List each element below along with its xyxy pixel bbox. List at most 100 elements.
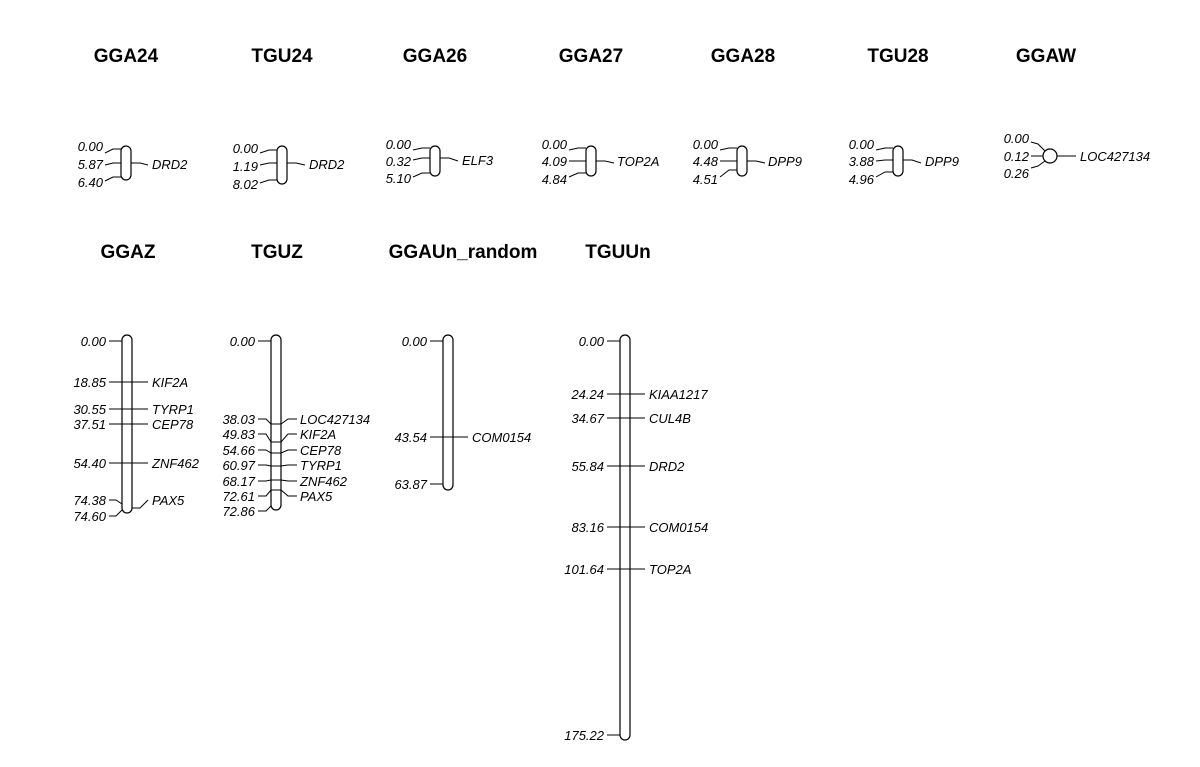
position-label: 60.97: [222, 458, 255, 473]
chromosome-bar: [585, 145, 597, 177]
chromosome-title: GGAUn_random: [389, 242, 538, 263]
gene-label: ELF3: [462, 153, 494, 168]
position-label: 0.12: [1004, 149, 1030, 164]
gene-label: DRD2: [152, 157, 188, 172]
position-label: 4.84: [542, 172, 567, 187]
chromosome-title: GGA28: [711, 46, 775, 67]
gene-label: TYRP1: [300, 458, 342, 473]
chromosome-ggaw: 0.00 0.12 0.26 LOC427134: [1004, 131, 1150, 181]
chromosome-title: GGA24: [94, 46, 159, 67]
chromosome-bar: [442, 334, 454, 491]
gene-label: TOP2A: [617, 154, 659, 169]
gene-label: LOC427134: [1080, 149, 1150, 164]
gene-label: COM0154: [649, 520, 708, 535]
chromosome-title: GGAZ: [101, 242, 156, 263]
position-label: 4.09: [542, 154, 567, 169]
chromosome-tguz: 0.00 38.03 49.83 54.66 60.97 68.17 72.61…: [222, 334, 370, 519]
position-label: 63.87: [394, 477, 427, 492]
position-label: 6.40: [78, 175, 104, 190]
gene-label: CEP78: [300, 443, 342, 458]
position-label: 0.00: [579, 334, 605, 349]
chromosome-bar: [1042, 148, 1058, 164]
chromosome-title: TGU28: [867, 46, 928, 67]
chromosome-ggaz: 0.00 18.85 30.55 37.51 54.40 74.38 74.60…: [73, 334, 199, 524]
position-label: 0.00: [542, 137, 568, 152]
position-label: 55.84: [571, 459, 604, 474]
gene-label: DPP9: [925, 154, 959, 169]
gene-label: DRD2: [309, 157, 345, 172]
position-label: 43.54: [394, 430, 427, 445]
position-label: 0.32: [386, 154, 412, 169]
gene-label: TYRP1: [152, 402, 194, 417]
gene-label: TOP2A: [649, 562, 691, 577]
chromosome-title: TGU24: [251, 46, 313, 67]
gene-label: COM0154: [472, 430, 531, 445]
chromosome-gga24: 0.00 5.87 6.40 DRD2: [78, 139, 188, 190]
chromosome-bar: [892, 145, 904, 177]
chromosome-tgu24: 0.00 1.19 8.02 DRD2: [233, 141, 345, 192]
gene-label: ZNF462: [299, 474, 348, 489]
position-label: 68.17: [222, 474, 255, 489]
chromosome-title: GGA27: [559, 46, 623, 67]
position-label: 5.10: [386, 171, 412, 186]
chromosome-bar: [276, 145, 288, 185]
chromosome-bar: [736, 145, 748, 177]
position-label: 0.00: [693, 137, 719, 152]
gene-label: PAX5: [152, 493, 185, 508]
position-label: 1.19: [233, 159, 258, 174]
position-label: 54.40: [73, 456, 106, 471]
position-label: 0.00: [849, 137, 875, 152]
position-label: 5.87: [78, 157, 104, 172]
position-label: 34.67: [571, 411, 604, 426]
position-label: 83.16: [571, 520, 604, 535]
position-label: 0.26: [1004, 166, 1030, 181]
position-label: 0.00: [78, 139, 104, 154]
position-label: 4.51: [693, 172, 718, 187]
position-label: 0.00: [81, 334, 107, 349]
chromosome-title: GGA26: [403, 46, 467, 67]
chromosome-gga26: 0.00 0.32 5.10 ELF3: [386, 137, 494, 186]
position-label: 3.88: [849, 154, 875, 169]
chromosome-bar: [429, 145, 441, 177]
position-label: 0.00: [386, 137, 412, 152]
chromosome-gga27: 0.00 4.09 4.84 TOP2A: [542, 137, 660, 187]
gene-label: ZNF462: [151, 456, 200, 471]
gene-label: CEP78: [152, 417, 194, 432]
chromosome-bar: [120, 145, 132, 181]
gene-label: LOC427134: [300, 412, 370, 427]
position-label: 101.64: [564, 562, 604, 577]
chromosome-bar: [270, 334, 282, 511]
chromosome-title: TGUUn: [585, 242, 650, 263]
position-label: 4.48: [693, 154, 719, 169]
position-label: 175.22: [564, 728, 605, 743]
position-label: 38.03: [222, 412, 255, 427]
position-label: 74.60: [73, 509, 106, 524]
position-label: 24.24: [570, 387, 604, 402]
gene-label: KIF2A: [152, 375, 188, 390]
position-label: 18.85: [73, 375, 106, 390]
chromosome-ggaun-random: 0.00 43.54 63.87 COM0154: [394, 334, 531, 492]
gene-label: DPP9: [768, 154, 802, 169]
chromosome-title: TGUZ: [251, 242, 303, 263]
position-label: 49.83: [222, 427, 255, 442]
chromosome-gga28: 0.00 4.48 4.51 DPP9: [693, 137, 802, 187]
gene-label: KIAA1217: [649, 387, 708, 402]
gene-label: KIF2A: [300, 427, 336, 442]
position-label: 8.02: [233, 177, 259, 192]
gene-label: DRD2: [649, 459, 685, 474]
position-label: 54.66: [222, 443, 255, 458]
chromosome-tgu28: 0.00 3.88 4.96 DPP9: [849, 137, 959, 187]
gene-label: CUL4B: [649, 411, 691, 426]
chromosome-title: GGAW: [1016, 46, 1076, 67]
position-label: 0.00: [230, 334, 256, 349]
position-label: 37.51: [73, 417, 106, 432]
position-label: 72.86: [222, 504, 255, 519]
position-label: 74.38: [73, 493, 106, 508]
gene-label: PAX5: [300, 489, 333, 504]
chromosome-tguun: 0.00 24.24 34.67 55.84 83.16 101.64 175.…: [564, 334, 708, 743]
position-label: 0.00: [1004, 131, 1030, 146]
position-label: 30.55: [73, 402, 106, 417]
position-label: 0.00: [402, 334, 428, 349]
chromosome-bar: [619, 334, 631, 741]
